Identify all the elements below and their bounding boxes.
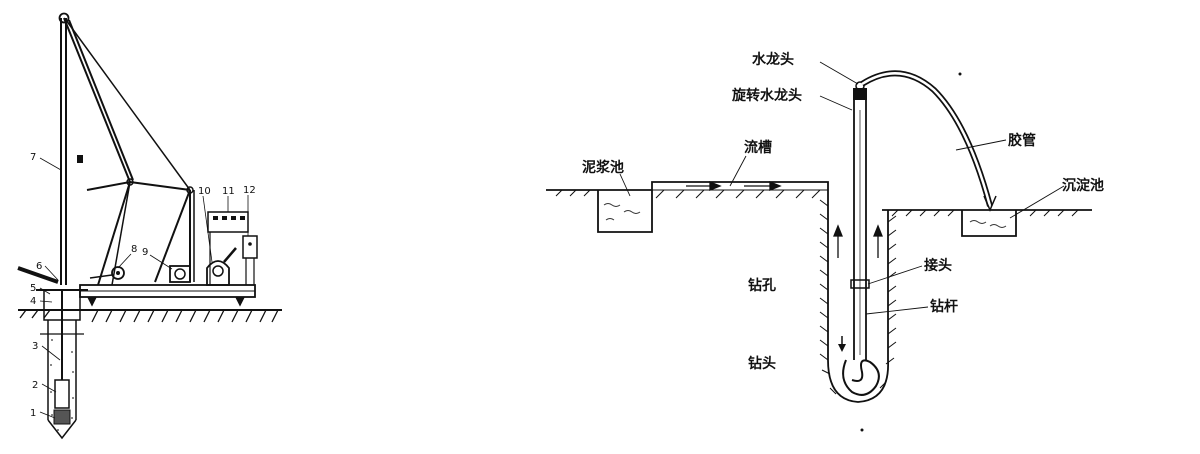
borehole: [819, 190, 897, 403]
boom: [63, 17, 195, 286]
part-number-10: 10: [198, 186, 211, 197]
part-number-6: 6: [36, 261, 42, 272]
label-borehole: 钻孔: [748, 277, 776, 294]
part-number-9: 9: [142, 247, 148, 258]
drilling-rig-diagram: 1 2 3 4 5 6 7 8 9 10 11 12: [17, 12, 282, 440]
part-number-8: 8: [131, 244, 137, 255]
mast: [58, 12, 83, 285]
label-swivel: 水龙头: [752, 51, 794, 68]
part-number-3: 3: [32, 341, 38, 352]
motor: [169, 265, 191, 283]
part-number-5: 5: [30, 283, 36, 294]
left-borehole: [47, 290, 77, 440]
part-number-7: 7: [30, 152, 36, 163]
electrical-box: [242, 235, 258, 285]
part-number-11: 11: [222, 186, 235, 197]
circulation-diagram: 水龙头 旋转水龙头 泥浆池 流槽 胶管 沉淀池 钻孔 接头 钻杆 钻头: [546, 51, 1104, 432]
part-number-4: 4: [30, 296, 36, 307]
drill-rod: [850, 81, 870, 360]
mud-pit: [597, 190, 653, 233]
label-mud-pit: 泥浆池: [582, 159, 624, 176]
part-number-12: 12: [243, 185, 256, 196]
hose: [860, 70, 997, 212]
label-drill-rod: 钻杆: [930, 298, 958, 315]
label-channel: 流槽: [744, 139, 772, 156]
label-rotary-swivel: 旋转水龙头: [731, 87, 802, 104]
label-drill-bit: 钻头: [748, 355, 776, 372]
winch: [89, 266, 125, 280]
label-hose: 胶管: [1008, 132, 1036, 149]
pump: [206, 247, 237, 286]
label-joint: 接头: [924, 257, 952, 274]
drill-bit: [838, 336, 880, 396]
part-number-2: 2: [32, 380, 38, 391]
settling-tank: [961, 210, 1017, 237]
label-settling-tank: 沉淀池: [1062, 177, 1104, 194]
platform: [79, 284, 256, 307]
channel-arrows: [686, 181, 782, 191]
right-ground-surface: [546, 181, 829, 191]
upflow-arrows: [833, 224, 883, 258]
part-number-1: 1: [30, 408, 36, 419]
